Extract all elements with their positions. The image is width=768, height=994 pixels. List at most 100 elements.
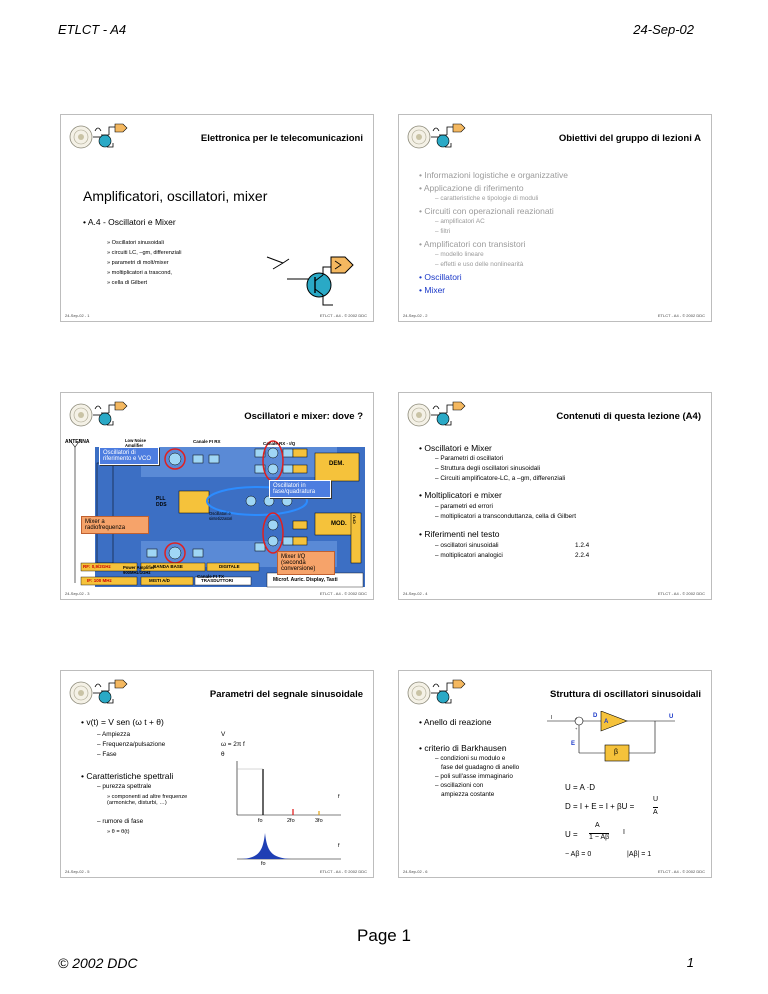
list-item: » circuiti LC, –gm, differenziali <box>107 250 182 256</box>
diagram-label: D <box>593 713 598 719</box>
param-value: ω = 2π f <box>221 741 245 748</box>
list-item: ampiezza costante <box>441 791 495 798</box>
slide-footer-right: ETLCT - A4 - © 2002 DDC <box>657 313 705 318</box>
diagram-label: CPU <box>351 515 357 524</box>
university-logo <box>69 401 133 429</box>
spectrum-plot <box>236 761 341 860</box>
list-item: » componenti ad altre frequenze (armonic… <box>107 794 188 806</box>
callout-mixer-rf: Mixer a radiofrequenza <box>81 516 149 534</box>
equation: A <box>595 822 600 829</box>
diagram-label: Microf. Auric. Display, Tasti <box>273 577 338 583</box>
param-label: – Ampiezza <box>97 731 131 738</box>
list-item: • Moltiplicatori e mixer <box>419 490 502 500</box>
slide-title: Obiettivi del gruppo di lezioni A <box>558 133 701 144</box>
list-item: – poli sull'asse immaginario <box>435 773 513 780</box>
diagram-label: IF: 100 MHz <box>87 578 112 583</box>
page-number: 1 <box>686 955 694 970</box>
slide-title: Parametri del segnale sinusoidale <box>209 689 363 700</box>
list-item: – moltiplicatori analogici <box>435 552 503 559</box>
diagram-label: DIGITALE <box>219 564 240 569</box>
list-item: – amplificatori AC <box>435 218 485 225</box>
diagram-label: Canale FI RX <box>193 439 221 444</box>
diagram-label: MISTI A/D <box>149 578 170 583</box>
param-label: – Fase <box>97 751 117 758</box>
university-logo <box>69 679 133 707</box>
equation: 1 − Aβ <box>589 833 610 841</box>
equation: U = A ·D <box>565 783 596 792</box>
page-label: Page 1 <box>357 926 411 945</box>
slide-title: Struttura di oscillatori sinusoidali <box>550 689 701 700</box>
list-item: • Informazioni logistiche e organizzativ… <box>419 170 568 180</box>
slide-footer-right: ETLCT - A4 - © 2002 DDC <box>319 869 367 874</box>
slide-4: Contenuti di questa lezione (A4) • Oscil… <box>398 392 712 600</box>
diagram-label: PLL DDS <box>156 496 167 508</box>
list-item: • Oscillatori e Mixer <box>419 443 492 453</box>
university-logo <box>407 123 471 151</box>
diagram-label: Canale FI TX <box>197 574 225 579</box>
tick-label: 2fo <box>287 818 295 824</box>
list-item: – effetti e uso delle nonlinearità <box>435 261 524 268</box>
diagram-label: DEM. <box>329 461 344 467</box>
diagram-label: β <box>614 749 619 756</box>
list-item: » θ = θ(t) <box>107 829 130 835</box>
diagram-label: RF: 0,9/2GHz <box>83 564 111 569</box>
list-item: fase del guadagno di anello <box>441 764 520 771</box>
axis-label: f <box>338 794 340 800</box>
list-item: – rumore di fase <box>97 818 144 825</box>
list-item: » parametri di molt/mixer <box>107 260 169 266</box>
slide-footer-left: 24-Sep-02 - 6 <box>403 869 428 874</box>
slide-2: Obiettivi del gruppo di lezioni A • Info… <box>398 114 712 322</box>
list-item: – Circuiti amplificatore-LC, a –gm, diff… <box>435 475 566 482</box>
list-item: • Amplificatori con transistori <box>419 239 526 249</box>
tick-label: fo <box>261 861 266 867</box>
diagram-label: A <box>604 719 609 725</box>
main-title: Amplificatori, oscillatori, mixer <box>83 188 268 204</box>
diagram-label: + <box>575 726 578 731</box>
equation: − Aβ = 0 <box>565 851 592 858</box>
list-item: • Anello di reazione <box>419 717 492 727</box>
reference: 1.2.4 <box>575 542 590 549</box>
list-item: • Circuiti con operazionali reazionati <box>419 206 554 216</box>
callout-osc-riferimento: Oscillatori di riferimento e VCO <box>99 447 159 465</box>
slide-title: Elettronica per le telecomunicazioni <box>200 133 363 144</box>
equation: U = <box>565 830 578 839</box>
list-item: – filtri <box>435 228 451 235</box>
list-item: – caratteristiche e tipologie di moduli <box>435 195 539 202</box>
slide-6: Struttura di oscillatori sinusoidali • A… <box>398 670 712 878</box>
slide-5: Parametri del segnale sinusoidale • v(t)… <box>60 670 374 878</box>
equation: U <box>653 796 659 803</box>
callout-mixer-iq: Mixer I/Q (seconda conversione) <box>277 551 335 575</box>
list-item: • Applicazione di riferimento <box>419 183 524 193</box>
slide-footer-right: ETLCT - A4 - © 2002 DDC <box>657 591 705 596</box>
diagram-label: TRASDUTTORI <box>201 578 234 583</box>
diagram-label: E <box>571 741 576 747</box>
list-item: • Caratteristiche spettrali <box>81 771 174 781</box>
tick-label: 3fo <box>315 818 323 824</box>
university-logo <box>407 679 471 707</box>
slide-footer-right: ETLCT - A4 - © 2002 DDC <box>657 869 705 874</box>
reference: 2.2.4 <box>575 552 590 559</box>
list-item: – moltiplicatori a transconduttanza, cel… <box>435 513 577 520</box>
diagram-label: I <box>551 715 553 721</box>
diagram-label: MOD. <box>331 521 347 527</box>
transistor-icon <box>266 256 354 306</box>
diagram-label: Canale RX - I/Q <box>263 441 296 446</box>
list-item: – Struttura degli oscillatori sinusoidal… <box>435 465 541 472</box>
callout-osc-fase: Oscillatori in fase/quadratura <box>269 480 331 498</box>
list-item: – oscillatori sinusoidali <box>435 542 499 549</box>
equation: D = I + E = I + βU = <box>565 802 635 811</box>
slide-title: Oscillatori e mixer: dove ? <box>244 411 363 422</box>
diagram-label: + <box>575 716 578 721</box>
list-item: • Mixer <box>419 285 446 295</box>
diagram-label: Oscillatori e sintetizzatori <box>209 511 233 521</box>
list-item: » Oscillatori sinusoidali <box>107 240 164 246</box>
slide-footer-left: 24-Sep-02 - 2 <box>403 313 428 318</box>
diagram-label: U <box>669 714 674 720</box>
list-item: – parametri ed errori <box>435 503 493 510</box>
slide-footer-left: 24-Sep-02 - 4 <box>403 591 428 596</box>
equation: |Aβ| = 1 <box>627 851 652 858</box>
list-item: • Riferimenti nel testo <box>419 529 500 539</box>
list-item: » cella di Gilbert <box>107 280 148 286</box>
formula: • v(t) = V sen (ω t + θ) <box>81 717 164 727</box>
param-value: θ <box>221 751 225 758</box>
